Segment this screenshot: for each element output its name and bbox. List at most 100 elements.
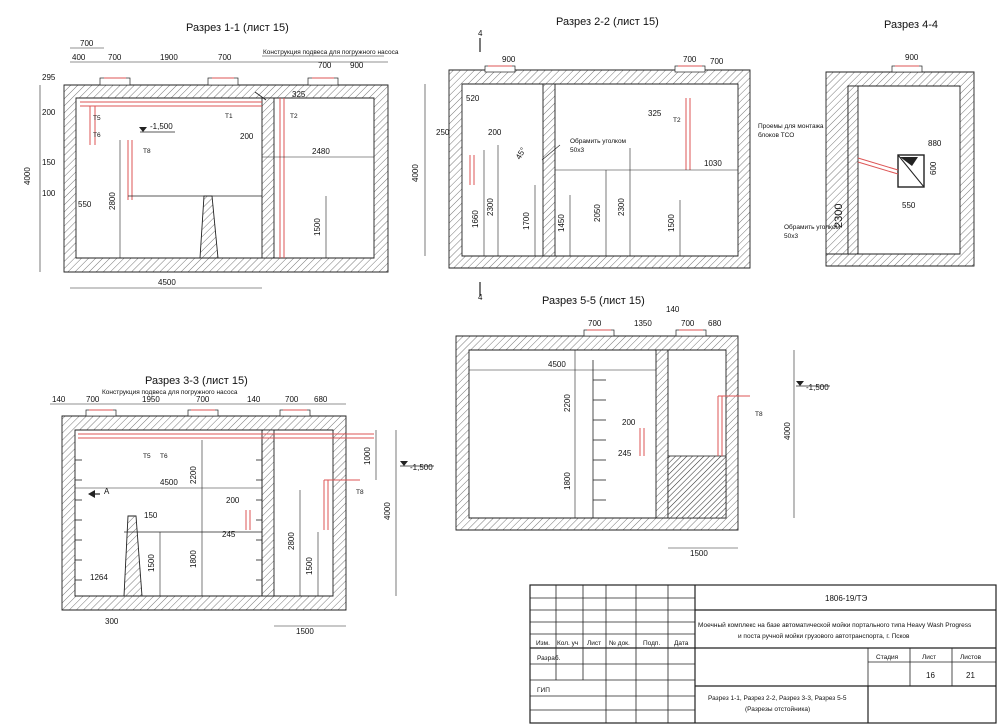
dim-200: 200 [488,128,502,137]
section-2-2-walls [448,69,751,269]
tag-t5: Т5 [93,115,101,122]
dim-1500: 1500 [690,549,708,558]
section-4-4-title: Разрез 4-4 [884,19,938,31]
dim-325: 325 [648,109,662,118]
angle-frame-size: 50х3 [570,147,584,154]
dim-1500: 1500 [667,214,676,232]
dim-550: 550 [78,200,92,209]
dim-700: 700 [588,319,602,328]
dim-900: 900 [502,55,516,64]
dim-700: 700 [80,39,94,48]
dim-1500: 1500 [305,557,314,575]
dim-2050: 2050 [593,204,602,222]
dim-140: 140 [52,395,66,404]
section-1-1-title: Разрез 1-1 (лист 15) [186,22,289,34]
sheet-title: Разрез 1-1, Разрез 2-2, Разрез 3-3, Разр… [708,695,847,702]
project-description-2: и поста ручной мойки грузового автотранс… [738,632,910,640]
dim-4500: 4500 [158,278,176,287]
dim-900: 900 [350,61,364,70]
col-kol-uch: Кол. уч [557,640,578,647]
dim-200: 200 [240,132,254,141]
dim-4000: 4000 [383,502,392,520]
dim-140: 140 [666,305,680,314]
sheet-count: 21 [966,671,975,680]
dim-520: 520 [466,94,480,103]
section-3-3-walls [61,415,347,611]
section-3-3: Разрез 3-3 (лист 15) Конструкция подвеса… [50,375,434,636]
col-n-dok: № док. [609,640,630,647]
col-list: Лист [587,640,601,647]
tag-t8: Т8 [356,489,364,496]
dim-700: 700 [683,55,697,64]
col-podp: Подп. [643,640,660,647]
tco-openings-note: Проемы для монтажа [758,123,824,130]
dim-140: 140 [247,395,261,404]
dim-200: 200 [622,418,636,427]
dim-1800: 1800 [563,472,572,490]
dim-200: 200 [226,496,240,505]
dim-1000: 1000 [363,447,372,465]
dim-2200: 2200 [563,394,572,412]
tag-t2: Т2 [673,117,681,124]
section-2-2-title: Разрез 2-2 (лист 15) [556,16,659,28]
dim-4500: 4500 [160,478,178,487]
dim-680: 680 [314,395,328,404]
dim-680: 680 [708,319,722,328]
section-1-1-sump [199,195,219,259]
col-izm: Изм. [536,640,550,647]
dim-900: 900 [905,53,919,62]
tag-t1: Т1 [225,113,233,120]
section-4-4-walls [825,71,975,267]
row-gip: ГИП [537,687,550,694]
row-razrab: Разраб. [537,654,561,662]
dim-2480: 2480 [312,147,330,156]
level-mark: -1,500 [410,463,433,472]
label-list: Лист [922,654,936,661]
document-code: 1806-19/ТЭ [825,594,867,603]
section-5-5-fill [667,455,727,519]
dim-2300: 2300 [617,198,626,216]
dim-700: 700 [86,395,100,404]
dim-1800: 1800 [189,550,198,568]
dim-295: 295 [42,73,56,82]
dim-1350: 1350 [634,319,652,328]
dim-4000: 4000 [23,167,32,185]
dim-2200: 2200 [189,466,198,484]
tag-t6: Т6 [93,132,101,139]
dim-700: 700 [318,61,332,70]
tag-t8: Т8 [755,411,763,418]
dim-100: 100 [42,189,56,198]
cut-mark-4-bottom: 4 [478,293,483,302]
dim-700: 700 [285,395,299,404]
dim-700: 700 [108,53,122,62]
dim-4000: 4000 [783,422,792,440]
section-1-1: Разрез 1-1 (лист 15) 700 400 700 1900 70… [23,22,399,289]
section-3-3-sump [123,515,143,597]
dim-1500: 1500 [313,218,322,236]
dim-325: 325 [292,90,306,99]
dim-1950: 1950 [142,395,160,404]
pump-hanger-note: Конструкция подвеса для погружного насос… [102,389,238,396]
dim-250: 250 [436,128,450,137]
dim-1500: 1500 [147,554,156,572]
section-2-2: Разрез 2-2 (лист 15) 4 4 900 700 700 520… [411,16,751,302]
level-mark: -1,500 [150,122,173,131]
dim-1700: 1700 [522,212,531,230]
dim-600: 600 [929,161,938,175]
dim-1030: 1030 [704,159,722,168]
dim-2300: 2300 [486,198,495,216]
section-5-5: Разрез 5-5 (лист 15) 4500 700 1350 140 7… [455,295,830,558]
dim-300: 300 [105,617,119,626]
cut-mark-4-top: 4 [478,29,483,38]
level-mark: -1,500 [806,383,829,392]
section-1-1-walls [63,84,389,273]
dim-1264: 1264 [90,573,108,582]
dim-245: 245 [618,449,632,458]
tco-openings-note-2: блоков ТСО [758,131,794,139]
section-1-1-partition [261,97,275,259]
tag-t6: Т6 [160,453,168,460]
dim-2300: 2300 [833,204,845,228]
sheet-subtitle: (Разрезы отстойника) [745,705,810,713]
project-description: Моечный комплекс на базе автоматической … [698,621,972,629]
